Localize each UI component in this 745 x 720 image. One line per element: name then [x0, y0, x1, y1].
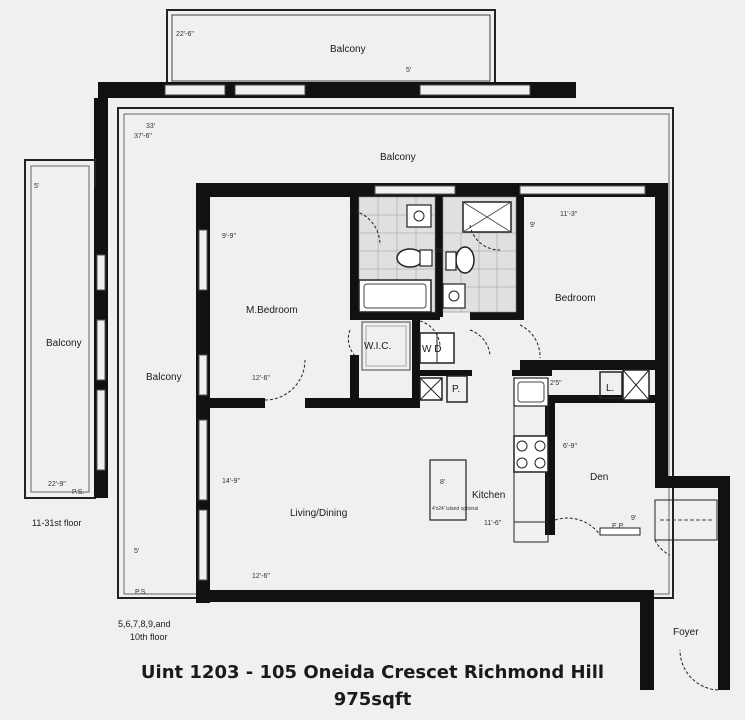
- bathtub-icon: [358, 279, 432, 313]
- note-floor-lower-1: 5,6,7,8,9,and: [118, 619, 171, 629]
- sink-icon: [406, 204, 432, 228]
- electrical-panel: [599, 527, 641, 536]
- pantry-box: [446, 375, 468, 403]
- unit-title: Uint 1203 - 105 Oneida Crescet Richmond …: [140, 662, 605, 683]
- annotations: P.S. P.S. E.P. 4'x24' island optional DS…: [32, 248, 624, 642]
- label-balcony-top: Balcony: [330, 44, 366, 55]
- linen-box: [599, 371, 623, 399]
- shower-icon: [462, 201, 512, 233]
- note-floor-upper: 11-31st floor: [32, 518, 81, 528]
- label-balcony-middle: Balcony: [146, 372, 182, 383]
- dim-living-width: 14'-9": [222, 478, 240, 485]
- mechanical-box: [419, 369, 650, 401]
- dim-balcony-bottom-depth: 5': [134, 548, 139, 555]
- windows: [198, 185, 646, 581]
- dim-mbed-length: 12'-6": [252, 375, 270, 382]
- toilet-icon-2: [445, 246, 475, 274]
- dim-left-balcony-depth: 5': [34, 183, 39, 190]
- left-balcony: [24, 159, 108, 499]
- label-kitchen: Kitchen: [472, 490, 505, 501]
- top-balcony: [98, 9, 576, 98]
- dim-counter-depth: 2'5": [550, 380, 562, 387]
- dim-main-balcony-length: 37'-6": [134, 133, 152, 140]
- label-foyer: Foyer: [673, 627, 699, 638]
- interior-walls: [210, 197, 655, 535]
- dim-top-balcony-width: 22'-6": [176, 31, 194, 38]
- note-ep: E.P.: [612, 523, 624, 530]
- label-balcony-left: Balcony: [46, 338, 82, 349]
- dim-top-balcony-depth: 5': [406, 67, 411, 74]
- dim-main-balcony-width: 33': [146, 123, 155, 130]
- dim-kitchen-width: 8': [440, 479, 445, 486]
- kitchen-island: [429, 459, 467, 521]
- foyer-closet: [654, 499, 718, 541]
- door-swings: [264, 209, 719, 691]
- note-ps-left: P.S.: [72, 489, 84, 496]
- toilet-icon: [396, 248, 433, 268]
- label-balcony-main: Balcony: [380, 152, 416, 163]
- dim-mbed-width: 9'-9": [222, 233, 236, 240]
- note-ds: DS: [436, 248, 444, 254]
- kitchen-counter: [513, 377, 549, 543]
- note-ps-bottom: P.S.: [135, 589, 147, 596]
- note-island: 4'x24' island optional: [432, 506, 478, 512]
- dim-bed-width: 11'-3": [560, 211, 578, 218]
- label-master-bedroom: M.Bedroom: [246, 305, 298, 316]
- dim-den-length: 9': [631, 515, 636, 522]
- label-wic: W.I.C.: [364, 341, 391, 352]
- label-den: Den: [590, 472, 608, 483]
- dim-den-width: 6'-9": [563, 443, 577, 450]
- dim-kitchen-length: 11'-6": [484, 520, 502, 527]
- room-labels: Balcony Balcony Balcony Balcony M.Bedroo…: [46, 44, 699, 638]
- label-washer-dryer: W D: [422, 344, 441, 355]
- label-living-dining: Living/Dining: [290, 508, 347, 519]
- sink-icon-2: [442, 283, 466, 309]
- label-linen: L.: [606, 383, 614, 394]
- label-bedroom: Bedroom: [555, 293, 596, 304]
- unit-area: 975sqft: [333, 689, 412, 710]
- dim-left-balcony-length: 22'-9": [48, 481, 66, 488]
- washer-dryer-icon: [419, 332, 455, 364]
- dim-living-length: 12'-6": [252, 573, 270, 580]
- dim-bed-length: 9': [530, 222, 535, 229]
- note-floor-lower-2: 10th floor: [130, 632, 168, 642]
- walk-in-closet: [361, 321, 411, 371]
- label-pantry: P.: [452, 384, 460, 395]
- dimension-labels: 22'-6" 5' 33' 37'-6" 5' 22'-9" 9'-9" 12'…: [34, 31, 636, 580]
